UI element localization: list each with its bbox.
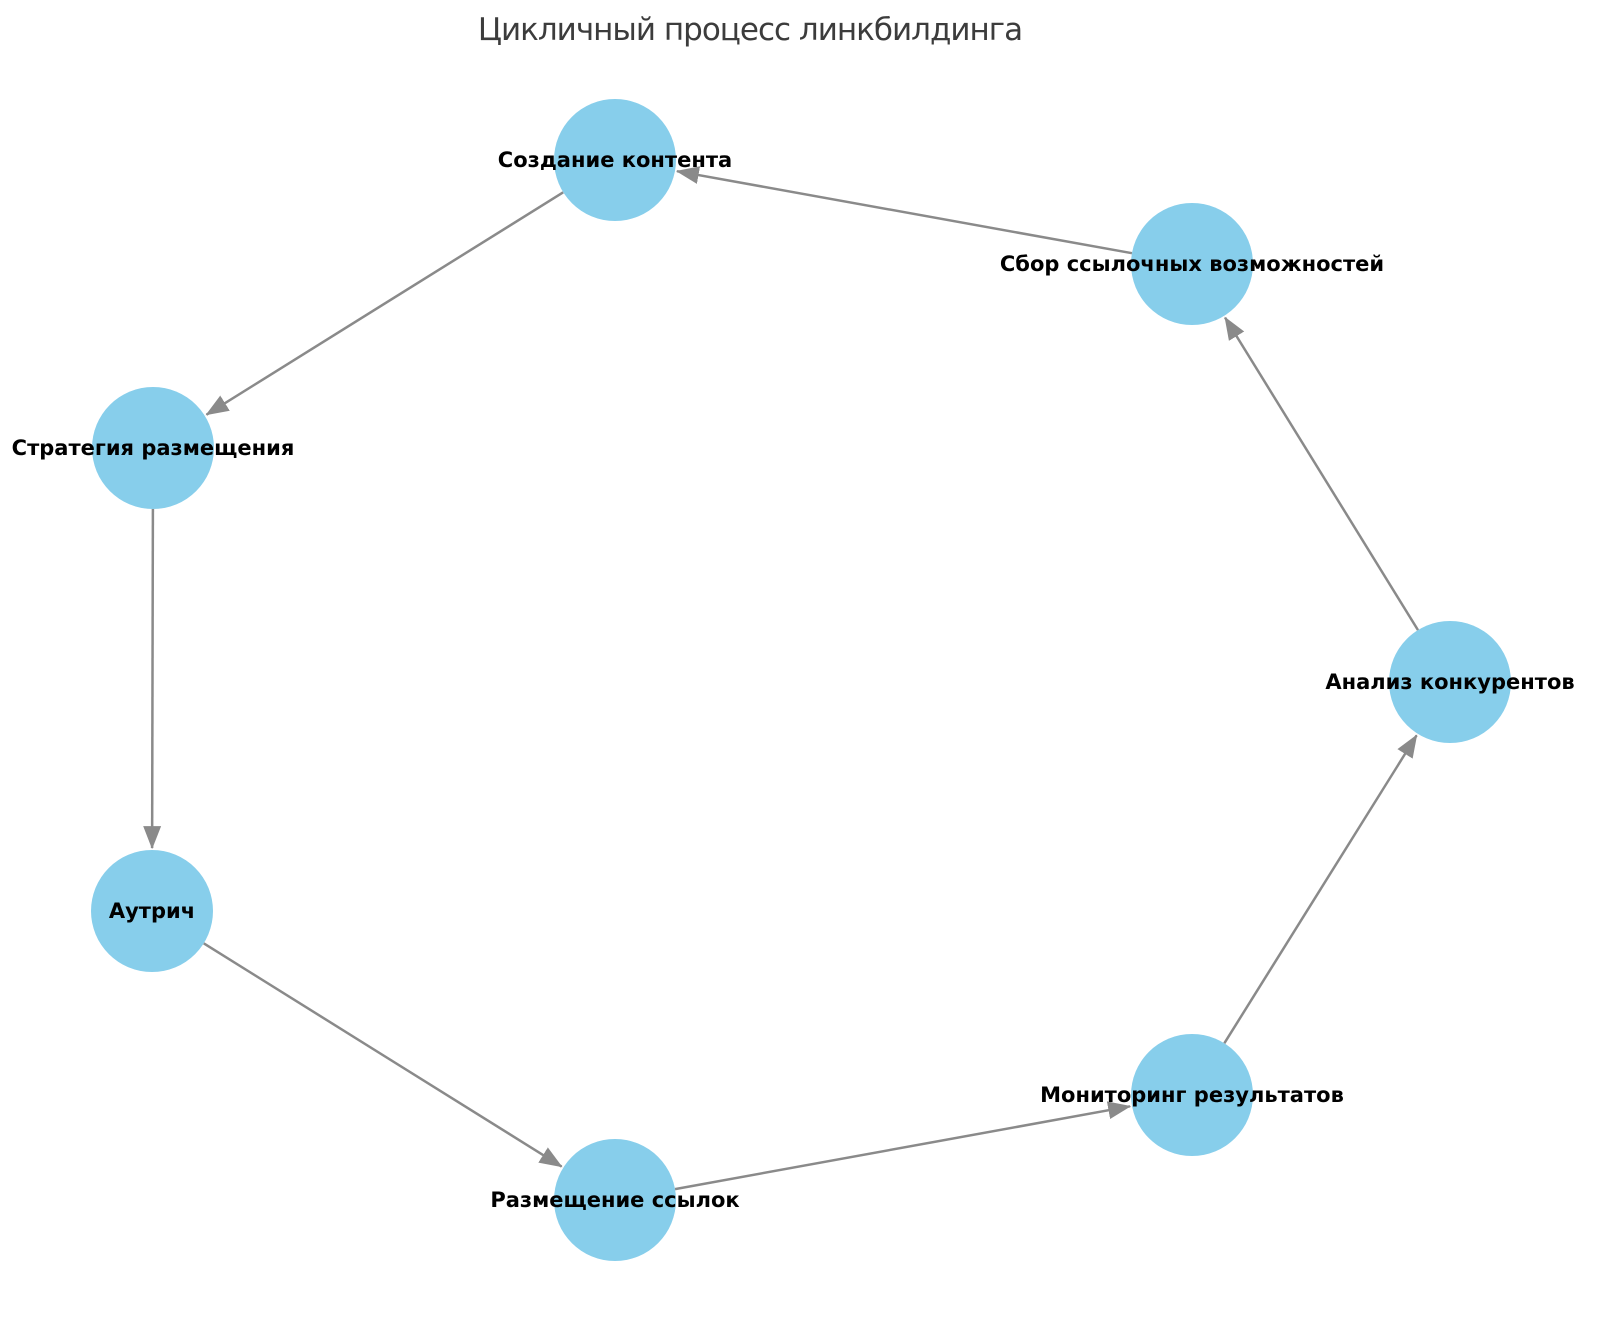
node-opportunities <box>1131 203 1253 325</box>
node-competitors <box>1389 621 1511 743</box>
node-label-competitors: Анализ конкурентов <box>1325 670 1575 694</box>
node-outreach <box>91 850 213 972</box>
edge-monitoring-to-competitors <box>1223 734 1418 1044</box>
chart-title: Цикличный процесс линкбилдинга <box>477 12 1023 48</box>
edge-placement-to-monitoring <box>674 1101 1132 1191</box>
node-content <box>554 99 676 221</box>
node-strategy <box>92 387 214 509</box>
node-label-placement: Размещение ссылок <box>490 1188 740 1212</box>
node-label-monitoring: Мониторинг результатов <box>1040 1083 1344 1107</box>
edge-content-to-strategy <box>205 191 564 416</box>
edge-strategy-to-outreach <box>143 508 162 850</box>
node-label-strategy: Стратегия размещения <box>11 436 295 460</box>
node-label-content: Создание контента <box>497 148 733 172</box>
edges-group <box>143 166 1420 1191</box>
node-label-outreach: Аутрич <box>108 899 196 923</box>
node-placement <box>554 1139 676 1261</box>
edge-outreach-to-placement <box>203 942 563 1168</box>
edge-opportunities-to-content <box>675 166 1133 255</box>
node-monitoring <box>1131 1034 1253 1156</box>
edge-competitors-to-opportunities <box>1224 316 1420 631</box>
node-label-opportunities: Сбор ссылочных возможностей <box>999 252 1385 276</box>
